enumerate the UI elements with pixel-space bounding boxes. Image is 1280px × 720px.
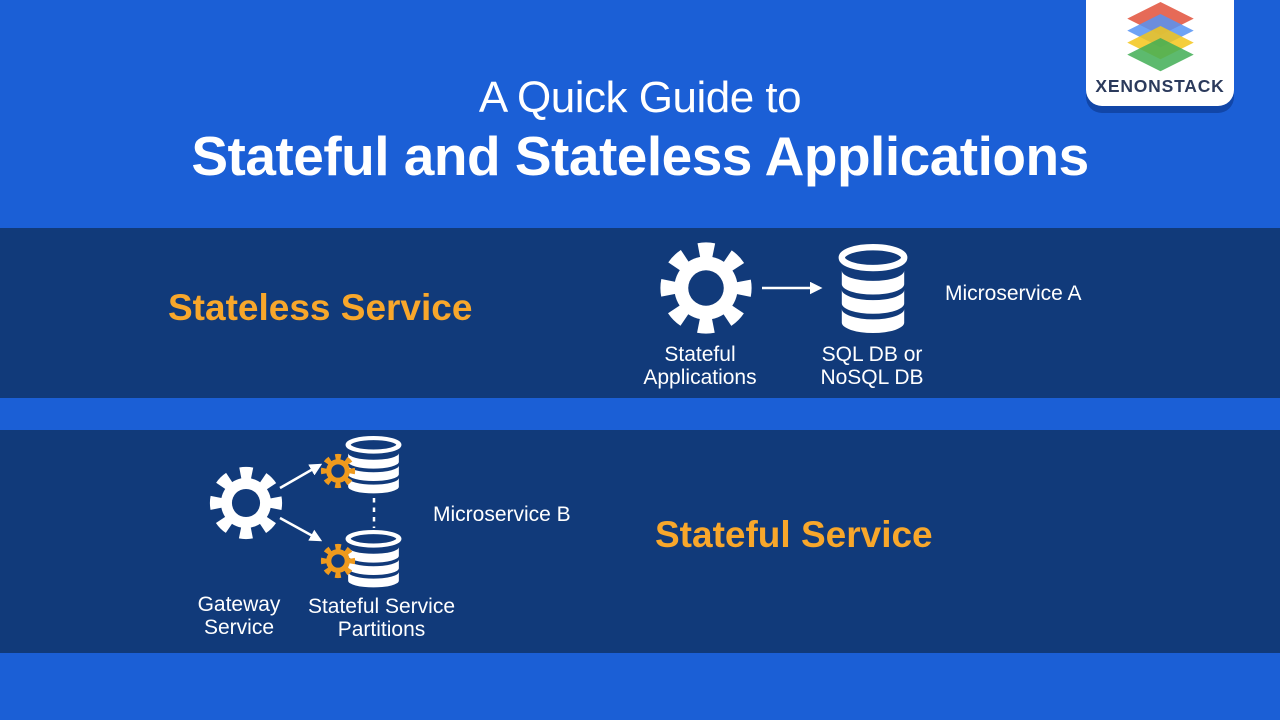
- gateway-gear-icon: [216, 473, 275, 532]
- gear-icon: [669, 251, 744, 326]
- stateful-service-band: Stateful Service: [0, 430, 1280, 653]
- arrow-down-right-icon: [279, 516, 323, 542]
- database-icon: [348, 532, 399, 587]
- stateless-service-band: Stateless Service: [0, 228, 1280, 398]
- title-subline: A Quick Guide to: [478, 73, 802, 122]
- partition-gear-icon: [324, 457, 352, 485]
- partition-gear-icon: [324, 547, 352, 575]
- stateless-service-heading: Stateless Service: [168, 287, 473, 328]
- stateful-service-diagram: [190, 430, 610, 605]
- arrow-up-right-icon: [279, 463, 323, 490]
- brand-logo-card: XENONSTACK: [1086, 0, 1234, 106]
- stateful-applications-label: Stateful Applications: [643, 343, 757, 389]
- microservice-a-label: Microservice A: [945, 282, 1082, 305]
- database-icon: [842, 247, 904, 333]
- microservice-b-label: Microservice B: [433, 503, 571, 526]
- stateless-service-diagram: [650, 238, 920, 344]
- page-title: Stateful and Stateless Applications: [191, 125, 1089, 187]
- stateful-service-heading: Stateful Service: [655, 514, 933, 555]
- sql-db-label: SQL DB or NoSQL DB: [820, 343, 924, 389]
- brand-name: XENONSTACK: [1095, 76, 1225, 96]
- gateway-service-label: Gateway Service: [197, 593, 281, 639]
- database-icon: [348, 438, 399, 493]
- stateful-service-partitions-label: Stateful Service Partitions: [307, 595, 456, 641]
- layered-stack-icon: [1116, 2, 1205, 74]
